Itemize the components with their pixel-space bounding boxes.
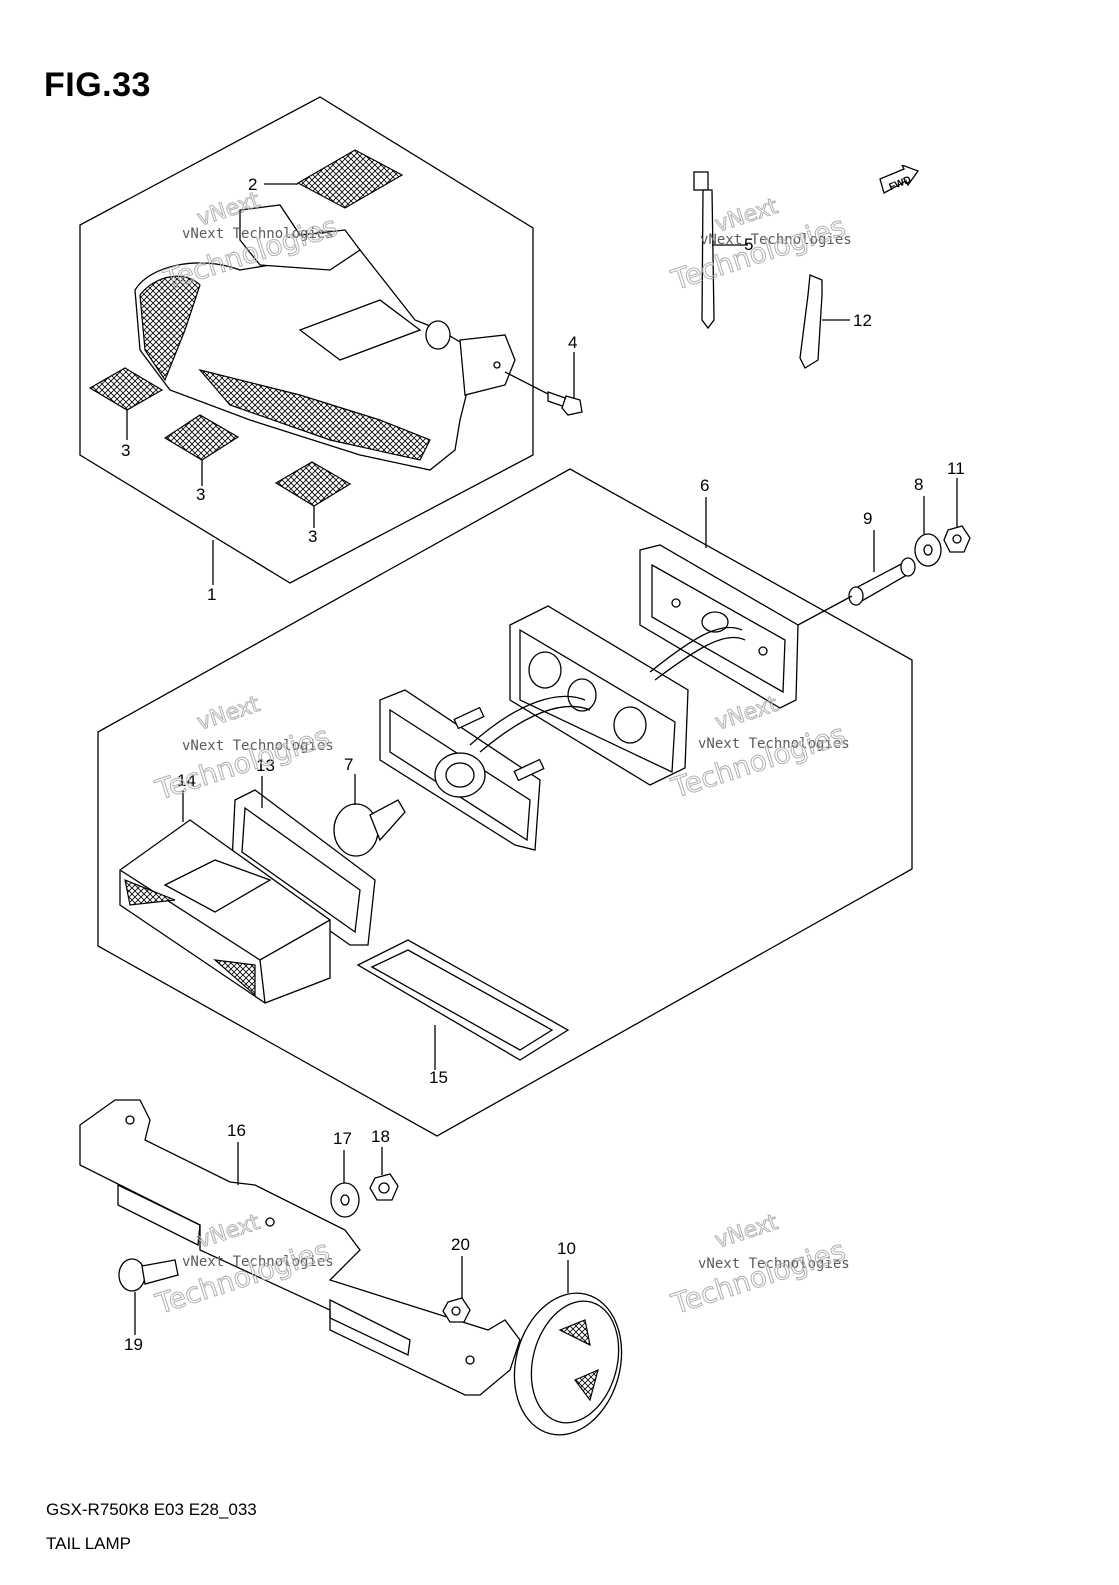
svg-text:vNext: vNext — [712, 1210, 781, 1254]
callout-3a: 3 — [121, 441, 130, 460]
svg-text:vNext Technologies: vNext Technologies — [182, 1254, 334, 1270]
callout-5: 5 — [744, 235, 753, 254]
svg-text:vNext Technologies: vNext Technologies — [700, 232, 852, 248]
callout-9: 14 — [177, 771, 196, 790]
watermark-3: vNext vNext Technologies Technologies — [151, 691, 334, 807]
nut-20 — [442, 1297, 471, 1323]
callout-12: 9 — [863, 509, 872, 528]
svg-text:vNext Technologies: vNext Technologies — [182, 226, 334, 242]
svg-text:vNext: vNext — [194, 692, 263, 736]
bolt-17 — [118, 1258, 179, 1292]
callout-11: 8 — [914, 475, 923, 494]
watermark-6: vNext vNext Technologies Technologies — [667, 1209, 850, 1321]
callout-1: 1 — [207, 585, 216, 604]
washer-16 — [330, 1182, 360, 1218]
screw-4 — [504, 371, 583, 416]
svg-text:Technologies: Technologies — [667, 1234, 849, 1321]
callout-3b: 3 — [196, 485, 205, 504]
callout-17: 19 — [124, 1335, 143, 1354]
svg-text:Technologies: Technologies — [667, 718, 849, 805]
reflector-3b — [163, 414, 240, 461]
socket-plate — [379, 689, 591, 851]
collar-12 — [848, 557, 916, 606]
callout-6: 6 — [700, 476, 709, 495]
nut-13 — [943, 525, 971, 553]
lens-plate-7 — [356, 939, 570, 1061]
reflector-2 — [296, 149, 404, 209]
socket-housing — [509, 605, 746, 786]
watermark-2: vNext vNext Technologies Technologies — [667, 193, 852, 297]
callout-18: 18 — [371, 1127, 390, 1146]
callout-14: 12 — [853, 311, 872, 330]
figure-caption: TAIL LAMP — [46, 1534, 132, 1553]
callout-7: 15 — [429, 1068, 448, 1087]
reflector-3c — [274, 461, 352, 507]
callout-3c: 3 — [308, 527, 317, 546]
washer-11 — [914, 533, 942, 567]
callout-15: 16 — [227, 1121, 246, 1140]
callout-4: 4 — [568, 333, 577, 352]
callout-2: 2 — [248, 175, 257, 194]
svg-text:vNext Technologies: vNext Technologies — [182, 738, 334, 754]
bracket-15 — [79, 1099, 521, 1396]
clip-14 — [799, 274, 823, 369]
fwd-arrow-icon: FWD — [879, 165, 920, 194]
callout-8: 13 — [256, 756, 275, 775]
leader-6-12 — [797, 595, 853, 626]
svg-text:vNext: vNext — [712, 692, 781, 736]
figure-title: FIG.33 — [44, 66, 151, 104]
svg-text:Technologies: Technologies — [151, 720, 333, 807]
svg-text:vNext Technologies: vNext Technologies — [698, 736, 850, 752]
cable-tie-5 — [693, 171, 715, 330]
reflector-3a — [88, 367, 164, 411]
watermark-4: vNext vNext Technologies Technologies — [667, 691, 850, 805]
callout-16: 17 — [333, 1129, 352, 1148]
leader-lines — [126, 183, 958, 1335]
reflector-19 — [513, 1292, 623, 1436]
callout-20: 20 — [451, 1235, 470, 1254]
callout-19: 10 — [557, 1239, 576, 1258]
svg-text:vNext Technologies: vNext Technologies — [698, 1256, 850, 1272]
tail-lamp-group-outline — [79, 96, 534, 584]
tail-lamp-housing — [134, 204, 516, 471]
lamp-assembly-outline — [97, 468, 913, 1137]
lens-9 — [119, 819, 331, 1004]
callout-labels: 2 3 3 3 1 4 5 12 6 9 8 11 13 14 7 15 16 … — [121, 175, 965, 1354]
nut-18 — [369, 1173, 399, 1201]
callout-13: 11 — [947, 459, 965, 478]
callout-10: 7 — [344, 755, 353, 774]
bulb-10 — [333, 799, 406, 857]
lamp-base-6 — [639, 544, 799, 709]
figure-code: GSX-R750K8 E03 E28_033 — [46, 1500, 257, 1519]
